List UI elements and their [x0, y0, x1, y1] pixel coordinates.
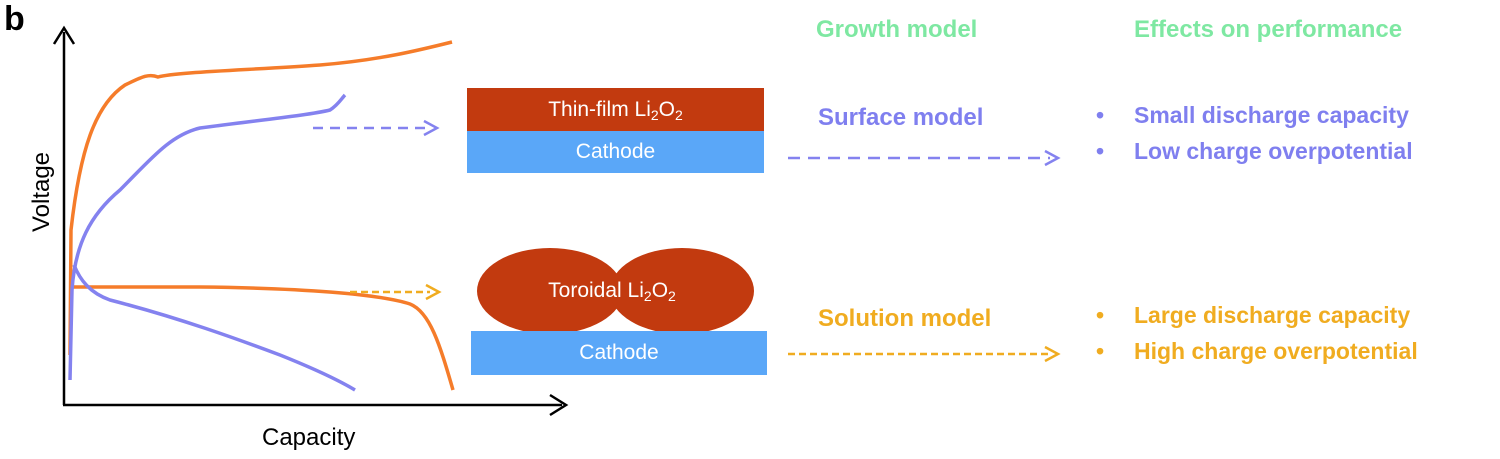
thin-film-label-mid: O: [658, 97, 676, 121]
panel-label: b: [4, 0, 25, 38]
toroid-label-sub2: 2: [668, 288, 676, 304]
solution-cathode-label: Cathode: [579, 341, 659, 364]
y-axis-arrowhead: [52, 25, 76, 45]
y-axis-label: Voltage: [28, 151, 55, 233]
solution-model-label: Solution model: [818, 305, 992, 332]
toroid-right-lobe: [610, 248, 754, 334]
surface-effect-1: Small discharge capacity: [1134, 102, 1409, 128]
toroid-label-mid: O: [651, 279, 669, 302]
thin-film-label-prefix: Thin-film Li: [548, 97, 651, 121]
growth-model-header: Growth model: [816, 16, 978, 43]
solution-bullet-1: •: [1096, 302, 1105, 328]
solution-effect-2: High charge overpotential: [1134, 338, 1418, 364]
solution-bullet-2: •: [1096, 338, 1105, 364]
surface-curve-arrowhead: [423, 119, 440, 137]
surface-discharge-curve: [72, 264, 356, 392]
toroid-label-sub1: 2: [643, 288, 652, 304]
thin-film-label-sub2: 2: [675, 106, 683, 123]
surface-model-label: Surface model: [818, 104, 984, 131]
solution-model-arrowhead: [1044, 345, 1061, 363]
solution-effect-1: Large discharge capacity: [1134, 302, 1411, 328]
solution-cathode-layer: Cathode: [471, 331, 767, 375]
solution-charge-curve: [68, 40, 453, 356]
solution-curve-arrowhead: [425, 283, 442, 301]
surface-bullet-2: •: [1096, 138, 1105, 164]
surface-charge-curve: [68, 93, 347, 381]
surface-cathode-layer: Cathode: [467, 131, 764, 173]
surface-cathode-label: Cathode: [575, 140, 656, 163]
x-axis-arrowhead: [549, 393, 569, 417]
effects-header: Effects on performance: [1134, 16, 1403, 43]
thin-film-label-sub1: 2: [650, 106, 659, 123]
toroid-label-prefix: Toroidal Li: [548, 279, 644, 302]
surface-effect-2: Low charge overpotential: [1134, 138, 1413, 164]
toroid-left-lobe: [477, 248, 623, 334]
surface-bullet-1: •: [1096, 102, 1105, 128]
surface-model-arrowhead: [1044, 149, 1061, 167]
x-axis-label: Capacity: [262, 424, 356, 451]
solution-discharge-curve: [71, 285, 455, 391]
